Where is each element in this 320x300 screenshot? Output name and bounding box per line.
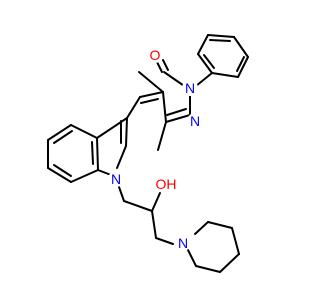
bond-c4-methine xyxy=(139,91,164,98)
bond-c5-c4 xyxy=(138,71,164,93)
bond-ic6-ic7 xyxy=(47,167,72,183)
molecule-diagram: O N N N OH N xyxy=(47,34,249,273)
bond-ph3-ph4 xyxy=(233,36,249,58)
atom-oh-label: OH xyxy=(156,176,177,192)
bond-choh-ch2b xyxy=(151,210,157,239)
bond-ph4-ph5 xyxy=(207,34,235,38)
bonds xyxy=(47,34,249,273)
bond-c5-o xyxy=(156,61,163,73)
bond-benzo-inner-1 xyxy=(53,130,73,144)
bond-ph-inner-3 xyxy=(203,54,215,69)
atom-o-keto: O xyxy=(147,47,163,63)
bond-in1-ch2 xyxy=(118,186,125,202)
bond-ph5-ph6 xyxy=(197,34,209,55)
bond-ph-inner-1 xyxy=(236,56,245,72)
bond-c5-o-double xyxy=(162,59,169,71)
bond-npip-p2 xyxy=(194,221,209,235)
atom-n2: N xyxy=(187,113,203,129)
bond-choh-oh xyxy=(151,192,161,212)
bond-methine-indole-c3 xyxy=(126,96,141,119)
atom-n-indole: N xyxy=(108,171,124,187)
bond-p2-p3 xyxy=(207,221,233,229)
atom-n-pip: N xyxy=(175,235,191,251)
bond-ic7-ic7a xyxy=(70,169,99,183)
atom-n1-label: N xyxy=(185,80,195,96)
bond-p4-p5 xyxy=(219,253,240,273)
bond-c4-methine-double xyxy=(140,98,159,104)
atom-oh: OH xyxy=(156,176,178,192)
bond-p6-npip xyxy=(187,249,197,267)
bond-ph6-ph1 xyxy=(197,53,213,74)
bond-ic7a-ic3a xyxy=(96,137,99,171)
bond-ch2b-npip xyxy=(155,237,174,245)
bond-ph1-ph2 xyxy=(211,72,239,78)
bond-ic2-in1 xyxy=(116,145,127,169)
bond-ic3a-ic3 xyxy=(96,117,128,139)
bond-p5-p6 xyxy=(195,265,221,273)
bond-ph-inner-2 xyxy=(209,39,231,42)
bond-benzo-inner-3 xyxy=(91,141,94,165)
bond-ch2-choh xyxy=(123,200,153,212)
atom-labels: O N N N OH N xyxy=(108,47,203,251)
atom-n-pip-label: N xyxy=(178,235,188,251)
bond-c4-c3 xyxy=(162,91,167,123)
bond-c3-n2-double xyxy=(166,108,187,116)
bond-benzo-inner-2 xyxy=(53,164,72,177)
bond-ic4-ic5 xyxy=(47,124,72,141)
bond-c3-n2 xyxy=(165,114,191,123)
bond-p3-p4 xyxy=(231,227,240,255)
bond-ic3-ic2 xyxy=(125,117,128,147)
bond-c3-methyl xyxy=(157,121,167,151)
bond-ph2-ph3 xyxy=(237,56,249,78)
atom-o-keto-label: O xyxy=(150,47,161,63)
atom-n1: N xyxy=(182,80,198,96)
bond-n1-ph1 xyxy=(195,72,213,87)
atom-n2-label: N xyxy=(190,113,200,129)
bond-in1-ic7a xyxy=(97,169,112,176)
atom-n-indole-label: N xyxy=(111,171,121,187)
bond-ic3a-ic4 xyxy=(70,124,98,139)
